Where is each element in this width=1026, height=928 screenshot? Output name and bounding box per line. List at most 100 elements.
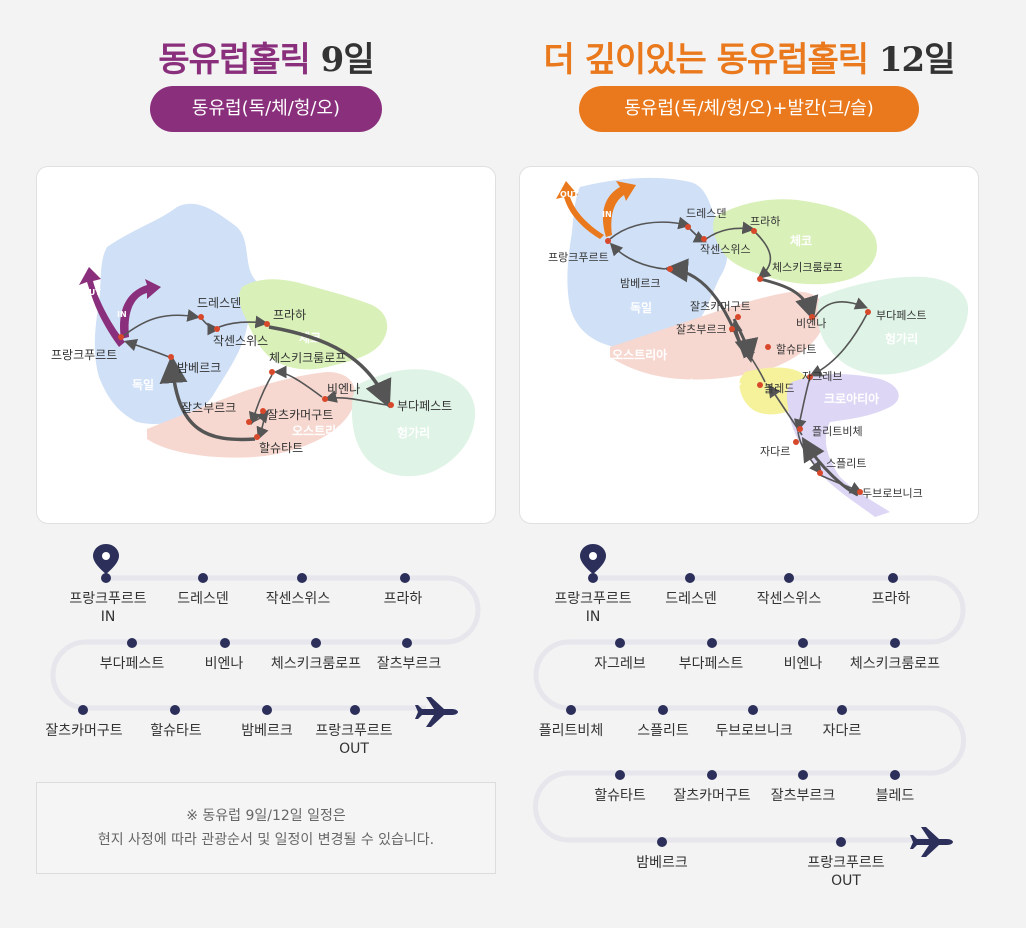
itinerary-stop: 작센스위스 [265,591,331,607]
city-label: 할슈타트 [259,441,303,455]
country-label: 슬로베니아 [686,377,741,392]
itinerary-stop: 잘츠카머구트 [45,723,123,739]
city-label: 프랑크푸르트 [548,251,609,264]
itinerary-stop: 자그레브 [594,656,646,672]
city-label: 할슈타트 [776,343,816,356]
city-label: 밤베르크 [620,277,660,290]
city-label: 부다페스트 [876,309,927,322]
country-label: 오스트리아 [292,423,347,438]
czech-region [713,199,878,285]
city-label: 블레드 [764,382,794,395]
tour-9day-map-svg: 독일 체코 오스트리아 헝가리 OUT IN [51,203,476,477]
itinerary-stop: 블레드 [875,788,915,804]
city-label: 두브로브니크 [862,487,923,500]
itinerary-stop: 체스키크룸로프 [849,656,941,672]
itinerary-stop: 프라하 [871,591,911,607]
tour-9day-title: 동유럽홀릭 9일 [36,32,496,81]
city-dots [605,224,871,495]
hungary-region [817,276,969,375]
tour-12day-title: 더 깊이있는 동유럽홀릭 12일 [519,32,979,81]
out-arrow [79,267,125,347]
city-label: 체스키크룸로프 [269,351,346,365]
itinerary-stop: 드레스덴 [177,591,229,607]
tour-9day-map: 독일 체코 오스트리아 헝가리 OUT IN [36,166,496,524]
city-label: 자그레브 [802,370,842,383]
in-arrow [120,279,161,339]
country-label: 독일 [630,301,652,315]
title-main: 더 깊이있는 동유럽홀릭 [543,40,869,80]
croatia-region [786,374,899,517]
city-label: 드레스덴 [686,207,726,220]
city-dots [118,314,394,440]
location-pin-icon [93,544,119,574]
tour-12day-map: 체코 독일 헝가리 오스트리아 슬로베니아 크로아티아 OUT IN [519,166,979,524]
out-label: OUT [560,190,579,199]
itinerary-stop: 잘츠부르크 [770,788,836,804]
city-label: 작센스위스 [213,334,268,348]
itinerary-stop: 잘츠부르크 [376,656,442,672]
itinerary-track [50,544,481,727]
city-label: 자다르 [760,445,790,458]
itinerary-stop: 두브로브니크 [715,723,793,739]
austria-region [610,291,826,380]
itinerary-dots [78,573,412,715]
tour-12day-map-svg: 체코 독일 헝가리 오스트리아 슬로베니아 크로아티아 OUT IN [548,177,969,517]
city-label: 스플리트 [826,457,866,470]
itinerary-stop: 비엔나 [783,656,823,672]
map-route [609,216,869,497]
country-label: 오스트리아 [612,347,667,362]
itinerary-stop: 스플리트 [637,723,689,739]
itinerary-stop: 작센스위스 [756,591,822,607]
country-label: 헝가리 [885,331,918,346]
itinerary-stop: 드레스덴 [665,591,717,607]
city-label: 잘츠카머구트 [690,300,751,313]
germany-region [94,203,263,425]
itinerary-stop: 잘츠카머구트 [673,788,751,804]
itinerary-stop: 할슈타트 [150,723,202,739]
in-label: IN [602,210,612,219]
czech-region [239,279,388,370]
city-label: 플리트비체 [812,425,863,438]
itinerary-stop: 비엔나 [204,656,244,672]
country-label: 크로아티아 [824,391,879,406]
city-label: 프라하 [750,214,780,228]
title-days: 12일 [878,40,956,80]
out-arrow [556,181,604,239]
tour-9day-countries-pill: 동유럽(독/체/헝/오) [150,86,382,132]
itinerary-stop: 부다페스트 [678,656,744,672]
in-arrow [602,181,636,237]
city-label: 잘츠부르크 [181,401,236,415]
tour-12day-countries-pill: 동유럽(독/체/헝/오)+발칸(크/슬) [579,86,919,132]
city-label: 체스키크룸로프 [772,261,843,274]
itinerary-stop: 자다르 [822,723,862,739]
itinerary-dots [566,573,900,847]
country-label: 독일 [132,378,154,392]
city-label: 밤베르크 [177,361,221,375]
out-label: OUT [82,288,101,297]
city-label: 작센스위스 [700,243,751,256]
schedule-notice: ※ 동유럽 9일/12일 일정은 현지 사정에 따라 관광순서 및 일정이 변경… [36,782,496,874]
itinerary-stop: 플리트비체 [538,723,604,739]
city-label: 잘츠부르크 [676,323,727,336]
country-label: 체코 [790,233,812,248]
itinerary-stop: 체스키크룸로프 [270,656,362,672]
country-label: 헝가리 [397,425,430,440]
title-main: 동유럽홀릭 [158,40,310,80]
hungary-region [352,369,476,477]
city-label: 잘츠카머구트 [267,408,333,422]
itinerary-stop: 할슈타트 [594,788,646,804]
city-label: 부다페스트 [397,399,452,413]
city-label: 비엔나 [796,317,826,330]
city-label: 드레스덴 [197,296,241,310]
title-days: 9일 [320,40,375,80]
itinerary-track [533,544,966,857]
itinerary-stop: 밤베르크 [241,723,293,739]
city-label: 프랑크푸르트 [51,348,117,362]
in-label: IN [117,310,127,319]
